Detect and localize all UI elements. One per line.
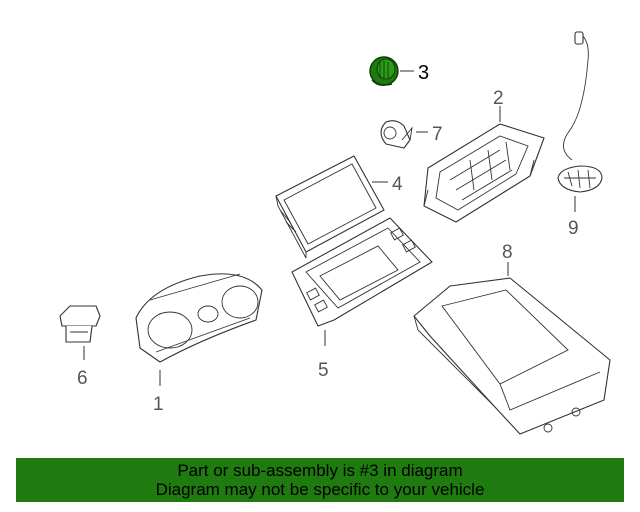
- callout-1: 1: [153, 394, 164, 415]
- part-5-control-panel[interactable]: [291, 217, 433, 327]
- part-7-bracket[interactable]: [380, 120, 413, 149]
- part-9-sensor-harness[interactable]: [557, 31, 603, 193]
- part-2-vent-assembly[interactable]: [423, 123, 545, 223]
- part-6-switch[interactable]: [59, 305, 101, 343]
- banner-line-1: Part or sub-assembly is #3 in diagram: [177, 461, 463, 480]
- part-1-instrument-cluster[interactable]: [135, 273, 263, 363]
- part-3-knob[interactable]: [369, 56, 399, 86]
- part-8-console-bin[interactable]: [413, 277, 611, 435]
- callout-7: 7: [432, 124, 443, 145]
- callout-9: 9: [568, 218, 579, 239]
- part-4-display-screen[interactable]: [275, 155, 385, 259]
- callout-3: 3: [418, 62, 429, 84]
- callout-4: 4: [392, 174, 403, 195]
- info-banner: Part or sub-assembly is #3 in diagram Di…: [16, 458, 624, 502]
- callout-6: 6: [77, 368, 88, 389]
- callout-5: 5: [318, 360, 329, 381]
- callout-8: 8: [502, 242, 513, 263]
- callout-2: 2: [493, 88, 504, 109]
- banner-line-2: Diagram may not be specific to your vehi…: [155, 480, 485, 499]
